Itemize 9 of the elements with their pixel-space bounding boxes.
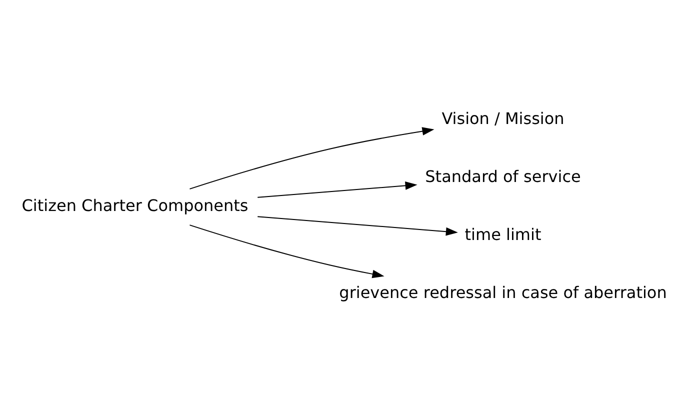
node-text: Standard of service	[425, 166, 581, 186]
arrow	[257, 181, 418, 198]
node-text: Citizen Charter Components	[22, 196, 248, 215]
node-text: Vision / Mission	[442, 108, 564, 128]
node-text: time limit	[464, 224, 542, 244]
node-text: grievence redressal in case of aberration	[339, 282, 667, 302]
arrow	[189, 127, 434, 190]
arrow	[257, 216, 458, 236]
arrow	[189, 224, 384, 278]
